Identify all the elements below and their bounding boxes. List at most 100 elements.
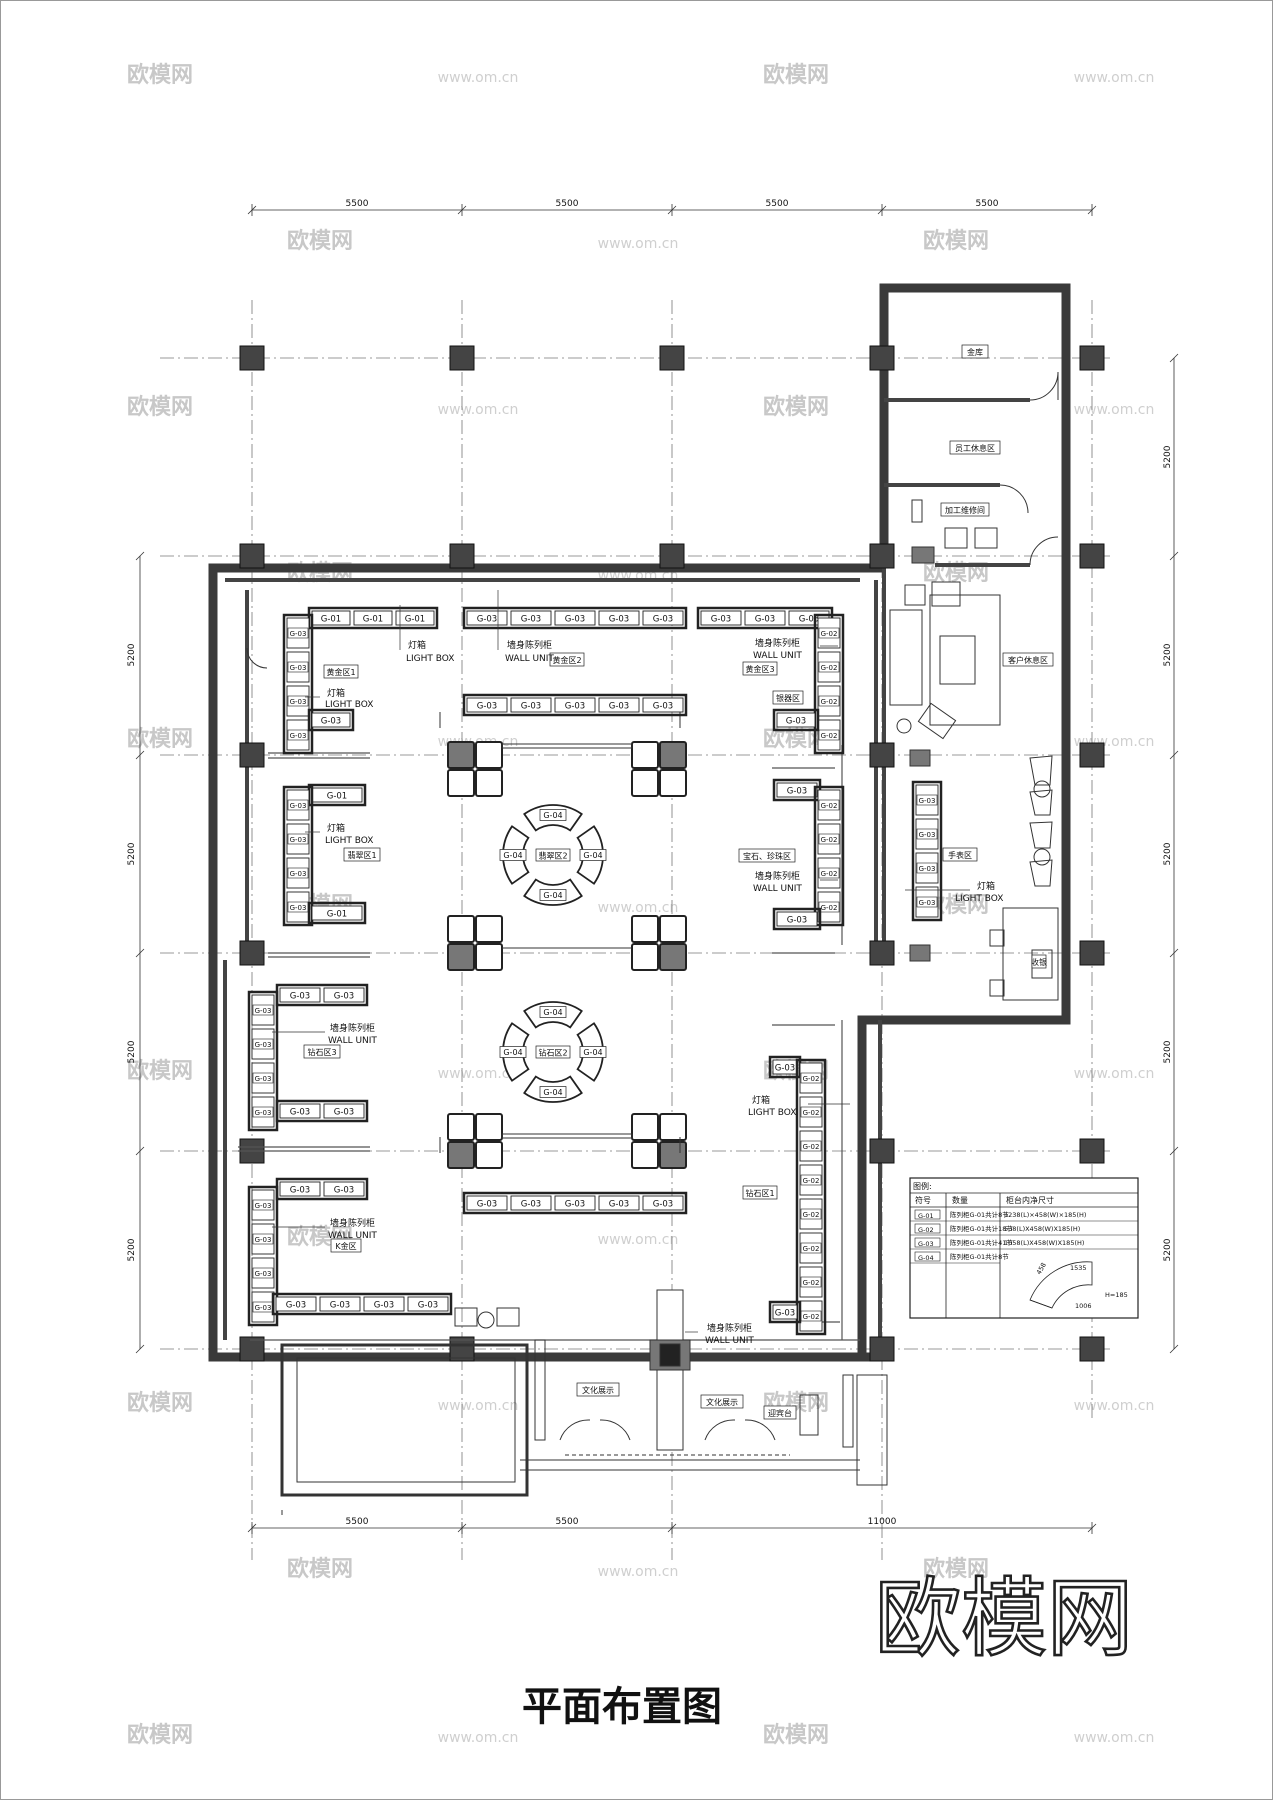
dim-left-3: 5200 (127, 1040, 137, 1063)
watermark-url: www.om.cn (1074, 1398, 1155, 1414)
svg-text:黄金区1: 黄金区1 (326, 667, 355, 677)
cabinet-code: G-03 (609, 615, 629, 625)
island-shelf (447, 741, 503, 797)
watermark-url: www.om.cn (438, 1398, 519, 1414)
cabinet-code: G-03 (919, 865, 936, 873)
watermark-url: www.om.cn (1074, 1730, 1155, 1746)
cabinet-column: G-02G-02G-02G-02 (813, 785, 845, 927)
cabinet-code: G-04 (543, 1008, 562, 1017)
cabinet-code: G-03 (334, 1108, 354, 1118)
watermark-url: www.om.cn (598, 900, 679, 916)
note-light-box-en: LIGHT BOX (955, 894, 1003, 904)
island-shelf (631, 741, 687, 797)
cabinet-code: G-03 (255, 1270, 272, 1278)
cabinet-code: G-03 (775, 1309, 795, 1319)
cabinet-code: G-04 (543, 1088, 562, 1097)
svg-text:钻石区1: 钻石区1 (745, 1188, 774, 1198)
notes: 灯箱 LIGHT BOX 灯箱 LIGHT BOX 墙身陈列柜 WALL UNI… (272, 590, 1003, 1346)
note-light-box-cn: 灯箱 (327, 687, 345, 699)
cabinet-row: G-01 (307, 901, 367, 925)
structural-column (869, 543, 895, 569)
svg-text:客户休息区: 客户休息区 (1008, 655, 1048, 665)
dim-top-4: 5500 (976, 199, 999, 209)
watermark-url: www.om.cn (598, 1564, 679, 1580)
cabinet-code: G-03 (919, 831, 936, 839)
legend-col-qty: 数量 (952, 1195, 968, 1205)
watermark-url: www.om.cn (438, 1066, 519, 1082)
cabinet-row: G-03 (772, 778, 822, 802)
note-wall-unit-cn: 墙身陈列柜 (755, 637, 800, 649)
svg-text:黄金区3: 黄金区3 (745, 664, 774, 674)
structural-column (239, 940, 265, 966)
svg-text:宝石、珍珠区: 宝石、珍珠区 (743, 851, 791, 861)
cabinet-code: G-03 (653, 615, 673, 625)
dim-bottom-1: 5500 (346, 1517, 369, 1527)
watermark-url: www.om.cn (1074, 70, 1155, 86)
legend-code: G-01 (918, 1212, 934, 1220)
dim-bottom-3: 11000 (868, 1517, 897, 1527)
note-light-box-cn: 灯箱 (408, 639, 426, 651)
dim-left-1: 5200 (127, 643, 137, 666)
cabinet-code: G-02 (821, 802, 838, 810)
note-light-box-cn: 灯箱 (327, 822, 345, 834)
cabinet-code: G-02 (803, 1109, 820, 1117)
brand-logo: 欧模网 (875, 1569, 1133, 1669)
watermark-url: www.om.cn (438, 70, 519, 86)
area-label: 加工维修间 (940, 502, 990, 517)
area-label: 黄金区2 (549, 652, 585, 667)
svg-text:金库: 金库 (967, 347, 983, 357)
structural-columns (239, 345, 1105, 1362)
cabinet-column: G-03G-03G-03G-03 (911, 780, 943, 922)
cabinet-code: G-02 (803, 1177, 820, 1185)
cabinet-code: G-03 (477, 1200, 497, 1210)
svg-text:迎宾台: 迎宾台 (768, 1408, 792, 1418)
dim-right-4: 5200 (1163, 1040, 1173, 1063)
legend-table: 图例: 符号 数量 柜台内净尺寸 G-01 陈列柜G-01共计8节 1238(L… (909, 1177, 1139, 1319)
dim-right-3: 5200 (1163, 842, 1173, 865)
area-label: 迎宾台 (763, 1405, 797, 1420)
structural-column (449, 543, 475, 569)
cabinet-code: G-03 (477, 615, 497, 625)
cabinet-column: G-02G-02G-02G-02 (813, 613, 845, 755)
legend-row: G-02 陈列柜G-01共计18节 538(L)X458(W)X185(H) (914, 1223, 1080, 1234)
note-wall-unit-en: WALL UNIT (505, 654, 554, 664)
cabinet-code: G-02 (821, 698, 838, 706)
note-wall-unit-en: WALL UNIT (705, 1336, 754, 1346)
cabinet-code: G-02 (803, 1211, 820, 1219)
cabinet-row: G-03 (768, 1055, 802, 1079)
legend-size: 1058(L)X458(W)X185(H) (1004, 1239, 1084, 1247)
cabinet-column: G-03G-03G-03G-03 (247, 990, 279, 1132)
cabinet-code: G-03 (255, 1075, 272, 1083)
watermark-logo: 欧模网 (287, 228, 353, 254)
note-light-box-cn: 灯箱 (752, 1094, 770, 1106)
cabinet-code: G-03 (374, 1301, 394, 1311)
area-label: 翡翠区1 (343, 847, 381, 862)
cabinet-code: G-03 (418, 1301, 438, 1311)
cabinet-code: G-03 (565, 702, 585, 712)
island-shelf (631, 1113, 687, 1169)
svg-text:文化展示: 文化展示 (706, 1397, 738, 1407)
legend-qty: 陈列柜G-01共计41节 (950, 1238, 1013, 1247)
entrance-area (280, 1289, 888, 1515)
cabinet-code: G-03 (255, 1007, 272, 1015)
note-wall-unit-en: WALL UNIT (753, 884, 802, 894)
structural-column (869, 1336, 895, 1362)
legend-code: G-03 (918, 1240, 934, 1248)
page-title: 平面布置图 (522, 1684, 722, 1730)
cabinet-code: G-03 (787, 916, 807, 926)
watermark-logo: 欧模网 (127, 394, 193, 420)
cabinet-code: G-02 (803, 1245, 820, 1253)
note-wall-unit-cn: 墙身陈列柜 (707, 1322, 752, 1334)
cabinet-code: G-03 (290, 732, 307, 740)
structural-column (1079, 940, 1105, 966)
note-wall-unit-cn: 墙身陈列柜 (755, 870, 800, 882)
dim-top-2: 5500 (556, 199, 579, 209)
area-label: 文化展示 (576, 1382, 620, 1397)
cabinet-code: G-03 (786, 717, 806, 727)
cabinet-code: G-03 (290, 992, 310, 1002)
dim-right-1: 5200 (1163, 445, 1173, 468)
cabinet-code: G-03 (255, 1202, 272, 1210)
cabinet-code: G-03 (609, 702, 629, 712)
